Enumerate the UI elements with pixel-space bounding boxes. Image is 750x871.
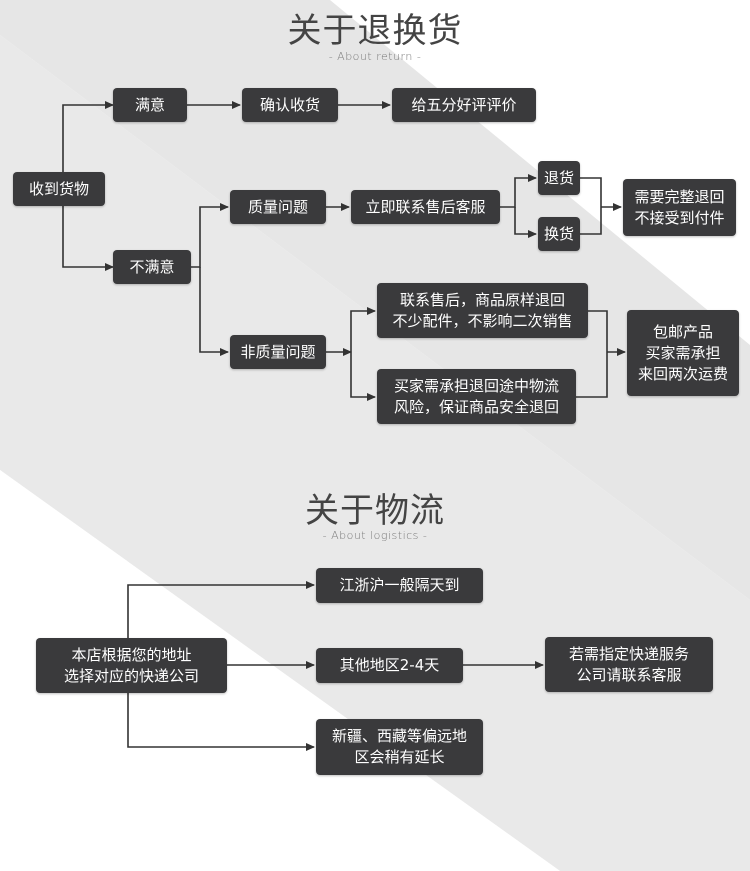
node-non-quality-issue: 非质量问题	[230, 335, 326, 369]
node-confirm-receipt: 确认收货	[242, 88, 338, 122]
return-subtitle: - About return -	[328, 50, 422, 63]
node-unsatisfied: 不满意	[113, 250, 191, 284]
node-store-chooses-courier: 本店根据您的地址 选择对应的快递公司	[36, 638, 227, 693]
node-satisfied: 满意	[113, 88, 187, 122]
logistics-subtitle: - About logistics -	[322, 529, 428, 542]
node-specify-courier: 若需指定快递服务 公司请联系客服	[545, 637, 713, 692]
node-contact-service: 立即联系售后客服	[351, 190, 500, 224]
node-need-complete-return: 需要完整退回 不接受到付件	[623, 179, 736, 236]
logistics-title: 关于物流	[305, 491, 445, 531]
node-return: 退货	[538, 161, 580, 195]
node-contact-after-sales: 联系售后，商品原样退回 不少配件，不影响二次销售	[377, 283, 588, 338]
node-five-star-rating: 给五分好评评价	[392, 88, 536, 122]
node-quality-issue: 质量问题	[230, 190, 326, 224]
node-remote-regions: 新疆、西藏等偏远地 区会稍有延长	[316, 719, 483, 775]
return-title: 关于退换货	[287, 11, 463, 51]
node-received: 收到货物	[13, 172, 105, 206]
node-exchange: 换货	[538, 217, 580, 251]
node-jiangzhehu: 江浙沪一般隔天到	[316, 568, 483, 603]
node-other-regions: 其他地区2-4天	[316, 648, 463, 683]
node-free-shipping-product: 包邮产品 买家需承担 来回两次运费	[627, 310, 739, 396]
node-buyer-bears-risk: 买家需承担退回途中物流 风险，保证商品安全退回	[377, 369, 576, 424]
